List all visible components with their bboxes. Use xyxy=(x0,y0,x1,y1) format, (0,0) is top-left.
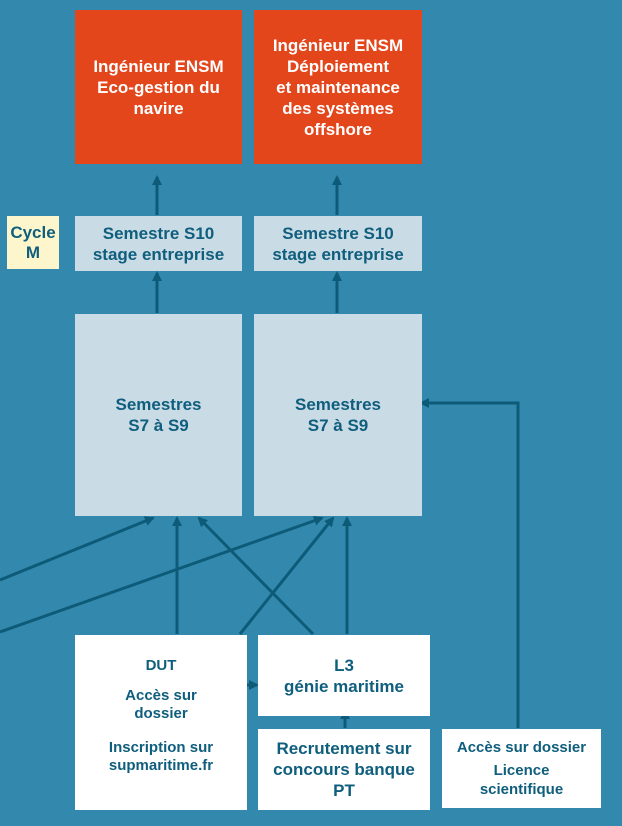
dut-title: DUT xyxy=(145,657,177,674)
outcome-eco-gestion-line-2: Eco-gestion du xyxy=(97,77,220,97)
s7-s9-left-box: Semestres S7 à S9 xyxy=(75,314,242,516)
outcome-offshore-line-5: offshore xyxy=(304,119,372,139)
dut-access-line-1: Accès sur xyxy=(125,687,197,704)
cycle-label-line-2: M xyxy=(25,242,41,262)
s7-s9-right-box: Semestres S7 à S9 xyxy=(254,314,422,516)
s10-right-line-1: Semestre S10 xyxy=(282,223,394,243)
outcome-offshore-box: Ingénieur ENSM Déploiement et maintenanc… xyxy=(254,10,422,164)
licence-line-1: Accès sur dossier xyxy=(456,739,587,756)
outcome-eco-gestion-line-1: Ingénieur ENSM xyxy=(93,56,224,76)
arrow-l3-to-s79-left xyxy=(197,516,315,636)
dut-inscription-line-1: Inscription sur xyxy=(108,739,214,756)
licence-box: Accès sur dossier Licence scientifique xyxy=(442,729,601,808)
cycle-label-line-1: Cycle xyxy=(10,222,56,242)
concours-line-2: concours banque xyxy=(273,760,415,779)
arrow-left-in-to-s79-right xyxy=(0,515,324,634)
licence-line-3: scientifique xyxy=(479,781,564,798)
arrow-licence-to-s79-right xyxy=(419,398,520,728)
l3-line-2: génie maritime xyxy=(284,676,404,696)
s7-s9-right-line-2: S7 à S9 xyxy=(307,416,369,435)
s7-s9-left-line-2: S7 à S9 xyxy=(128,416,189,435)
outcome-offshore-line-2: Déploiement xyxy=(286,56,390,76)
concours-line-1: Recrutement sur xyxy=(276,739,412,758)
s7-s9-right-line-1: Semestres xyxy=(294,395,381,414)
dut-box: DUT Accès sur dossier Inscription sur su… xyxy=(75,635,247,810)
outcome-eco-gestion-box: Ingénieur ENSM Eco-gestion du navire xyxy=(75,10,242,164)
cycle-m-badge: Cycle M xyxy=(7,216,59,269)
outcome-offshore-line-1: Ingénieur ENSM xyxy=(272,35,404,55)
s10-left-line-1: Semestre S10 xyxy=(102,223,215,243)
arrow-left-in-to-s79-left xyxy=(0,516,155,582)
licence-line-2: Licence xyxy=(493,762,550,779)
outcome-offshore-line-4: des systèmes xyxy=(282,98,394,118)
l3-line-1: L3 xyxy=(334,655,354,675)
s10-right-line-2: stage entreprise xyxy=(272,244,404,264)
s7-s9-left-line-1: Semestres xyxy=(115,395,202,414)
s10-left-box: Semestre S10 stage entreprise xyxy=(75,216,242,271)
dut-inscription-line-2: supmaritime.fr xyxy=(108,757,214,774)
outcome-eco-gestion-line-3: navire xyxy=(133,98,184,118)
concours-box: Recrutement sur concours banque PT xyxy=(258,729,430,810)
l3-box: L3 génie maritime xyxy=(258,635,430,716)
s10-left-line-2: stage entreprise xyxy=(92,244,225,264)
s10-right-box: Semestre S10 stage entreprise xyxy=(254,216,422,271)
dut-access-line-2: dossier xyxy=(134,705,188,722)
concours-line-3: PT xyxy=(333,781,355,800)
outcome-offshore-line-3: et maintenance xyxy=(276,77,400,97)
arrow-dut-to-s79-right xyxy=(238,516,335,635)
